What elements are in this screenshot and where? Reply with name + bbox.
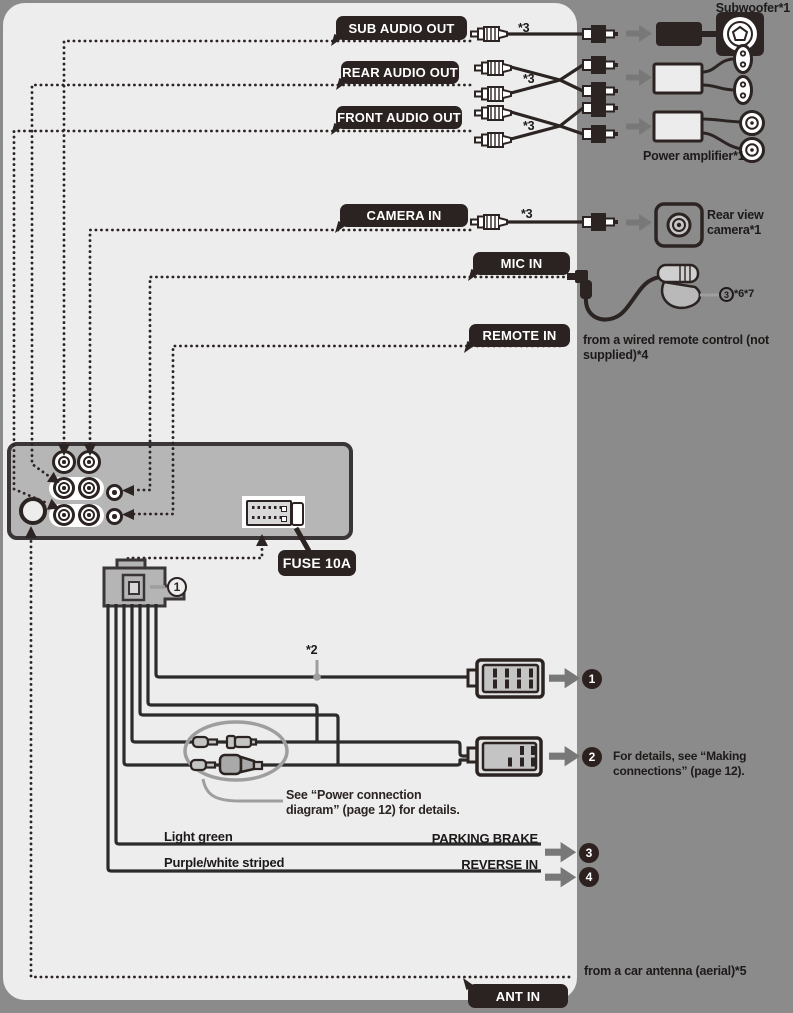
sub-audio-out-label: SUB AUDIO OUT: [331, 16, 467, 46]
power-diagram-note: See “Power connection diagram” (page 12)…: [286, 788, 460, 817]
fuse-label: FUSE 10A: [278, 550, 356, 576]
harness-badge-number: 1: [173, 580, 181, 594]
item2-number: 2: [588, 750, 596, 764]
mic-footnote: *6*7: [734, 288, 754, 300]
making-connections-note: For details, see “Making connections” (p…: [613, 749, 747, 778]
mic-in-jack: [106, 484, 123, 501]
front-audio-out-label: FRONT AUDIO OUT: [331, 106, 462, 135]
camera-in-jack: [77, 450, 101, 474]
remote-in-text: REMOTE IN: [482, 328, 557, 343]
camera-in-text: CAMERA IN: [366, 208, 442, 223]
microphone-assembly: [567, 263, 719, 322]
mic-in-label: MIC IN: [468, 252, 570, 281]
ant-in-text: ANT IN: [495, 988, 541, 1004]
subwoofer-speaker: [716, 12, 764, 56]
antenna-jack: [19, 497, 47, 525]
fuse-text: FUSE 10A: [282, 555, 352, 571]
star2: *2: [306, 643, 318, 657]
power-connector-pins: [246, 500, 292, 526]
item4-number: 4: [585, 870, 593, 884]
mic-item-badge: 3: [719, 287, 734, 302]
front-left-jack: [53, 504, 75, 526]
rear-audio-out-label: REAR AUDIO OUT: [336, 61, 459, 90]
remote-in-label: REMOTE IN: [464, 324, 570, 353]
subwoofer-caption: Subwoofer*1: [715, 1, 790, 15]
item4-badge: 4: [579, 867, 599, 887]
reverse-signal: REVERSE IN: [461, 857, 538, 872]
star3-front: *3: [523, 119, 535, 133]
item1-badge: 1: [582, 669, 602, 689]
parking-wire-color: Light green: [164, 829, 233, 844]
star3-sub: *3: [518, 21, 530, 35]
rear-left-jack: [53, 477, 75, 499]
car-antenna-caption: from a car antenna (aerial)*5: [584, 964, 747, 978]
rear-view-camera: [654, 202, 704, 248]
remote-in-jack: [106, 508, 123, 525]
reverse-wire-color: Purple/white striped: [164, 855, 285, 870]
remote-control-caption: from a wired remote control (not supplie…: [583, 333, 769, 362]
item1-number: 1: [588, 672, 596, 686]
front-right-jack: [78, 504, 100, 526]
rear-audio-out-text: REAR AUDIO OUT: [342, 65, 458, 80]
rear-speakers: [733, 44, 753, 105]
front-audio-out-text: FRONT AUDIO OUT: [337, 110, 461, 125]
item2-badge: 2: [582, 747, 602, 767]
item3-badge: 3: [579, 843, 599, 863]
star3-rear: *3: [523, 72, 535, 86]
fuse-slot: [291, 502, 304, 526]
star3-camera: *3: [521, 207, 533, 221]
harness-connector-badge: 1: [167, 577, 187, 597]
rear-view-camera-caption: Rear view camera*1: [707, 208, 764, 237]
parking-signal: PARKING BRAKE: [431, 831, 538, 846]
item3-number: 3: [585, 846, 593, 860]
rear-right-jack: [78, 477, 100, 499]
ant-in-label: ANT IN: [463, 978, 568, 1008]
mic-in-text: MIC IN: [500, 256, 543, 271]
power-amplifier-caption: Power amplifier*1: [643, 149, 745, 163]
sub-audio-out-text: SUB AUDIO OUT: [348, 20, 455, 36]
camera-in-label: CAMERA IN: [335, 204, 468, 233]
mic-badge-number: 3: [723, 289, 729, 300]
sub-out-jack: [52, 450, 76, 474]
